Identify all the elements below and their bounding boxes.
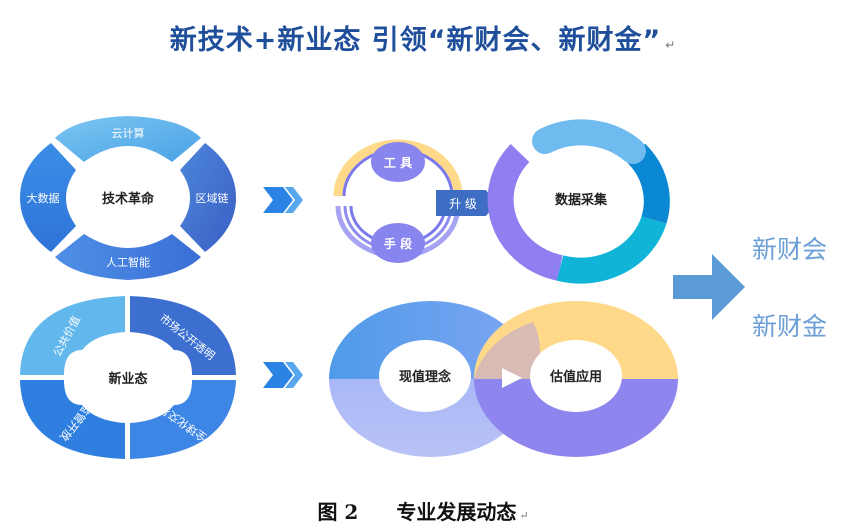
caption-return-mark: ↵ [519, 509, 529, 522]
output-new-accounting: 新财会 [752, 235, 828, 264]
tech-segment-top [55, 116, 201, 162]
figure-number: 图 2 [317, 500, 359, 524]
figure-caption-text: 专业发展动态 [396, 500, 517, 524]
business-center [68, 336, 188, 419]
tech-segment-left [20, 143, 76, 252]
figure-caption: 图 2 专业发展动态↵ [0, 496, 846, 525]
means-label: 手 段 [384, 236, 413, 251]
tech-ring: 技术革命 云计算 区域链 人工智能 大数据 [20, 116, 236, 280]
flow-arrow-icon [502, 368, 522, 388]
chevron-arrow-icon [263, 187, 303, 213]
tech-segment-label-left: 大数据 [27, 191, 60, 205]
tech-center-label: 技术革命 [102, 191, 155, 207]
upgrade-arrow-icon [436, 190, 496, 216]
business-center-label: 新业态 [108, 371, 147, 387]
tool-node [371, 142, 425, 182]
valuation-label: 估值应用 [549, 369, 602, 385]
tech-segment-label-right: 区域链 [196, 191, 229, 205]
data-collection-ring: 数据采集 [487, 119, 670, 284]
tech-center [70, 151, 186, 245]
value-flow: 现值理念 估值应用 [329, 301, 678, 457]
tech-segment-right [180, 143, 236, 252]
tech-segment-label-bottom: 人工智能 [106, 255, 150, 269]
tool-label: 工 具 [384, 156, 412, 170]
business-ring: 新业态 公共价值 市场公开透明 全球化交易 监管开放 [20, 296, 236, 459]
output-new-finance: 新财金 [752, 312, 828, 341]
upgrade-label: 升 级 [449, 197, 477, 211]
present-value-label: 现值理念 [399, 369, 451, 385]
business-segment-tr [130, 296, 236, 375]
chevron-arrow-icon [263, 362, 303, 388]
means-node [371, 223, 425, 263]
tech-segment-bottom [55, 234, 201, 280]
return-mark: ↵ [665, 38, 677, 52]
business-segment-tl [20, 296, 125, 375]
business-segment-bl [20, 380, 125, 459]
data-collection-label: 数据采集 [555, 192, 608, 208]
business-segment-br [130, 380, 236, 459]
tech-segment-label-top: 云计算 [112, 126, 145, 140]
big-right-arrow-icon [673, 254, 745, 320]
upgrade-cycle: 工 具 手 段 升 级 [333, 139, 496, 263]
page-title: 新技术+新业态 引领“新财会、新财金”↵ [169, 25, 677, 56]
